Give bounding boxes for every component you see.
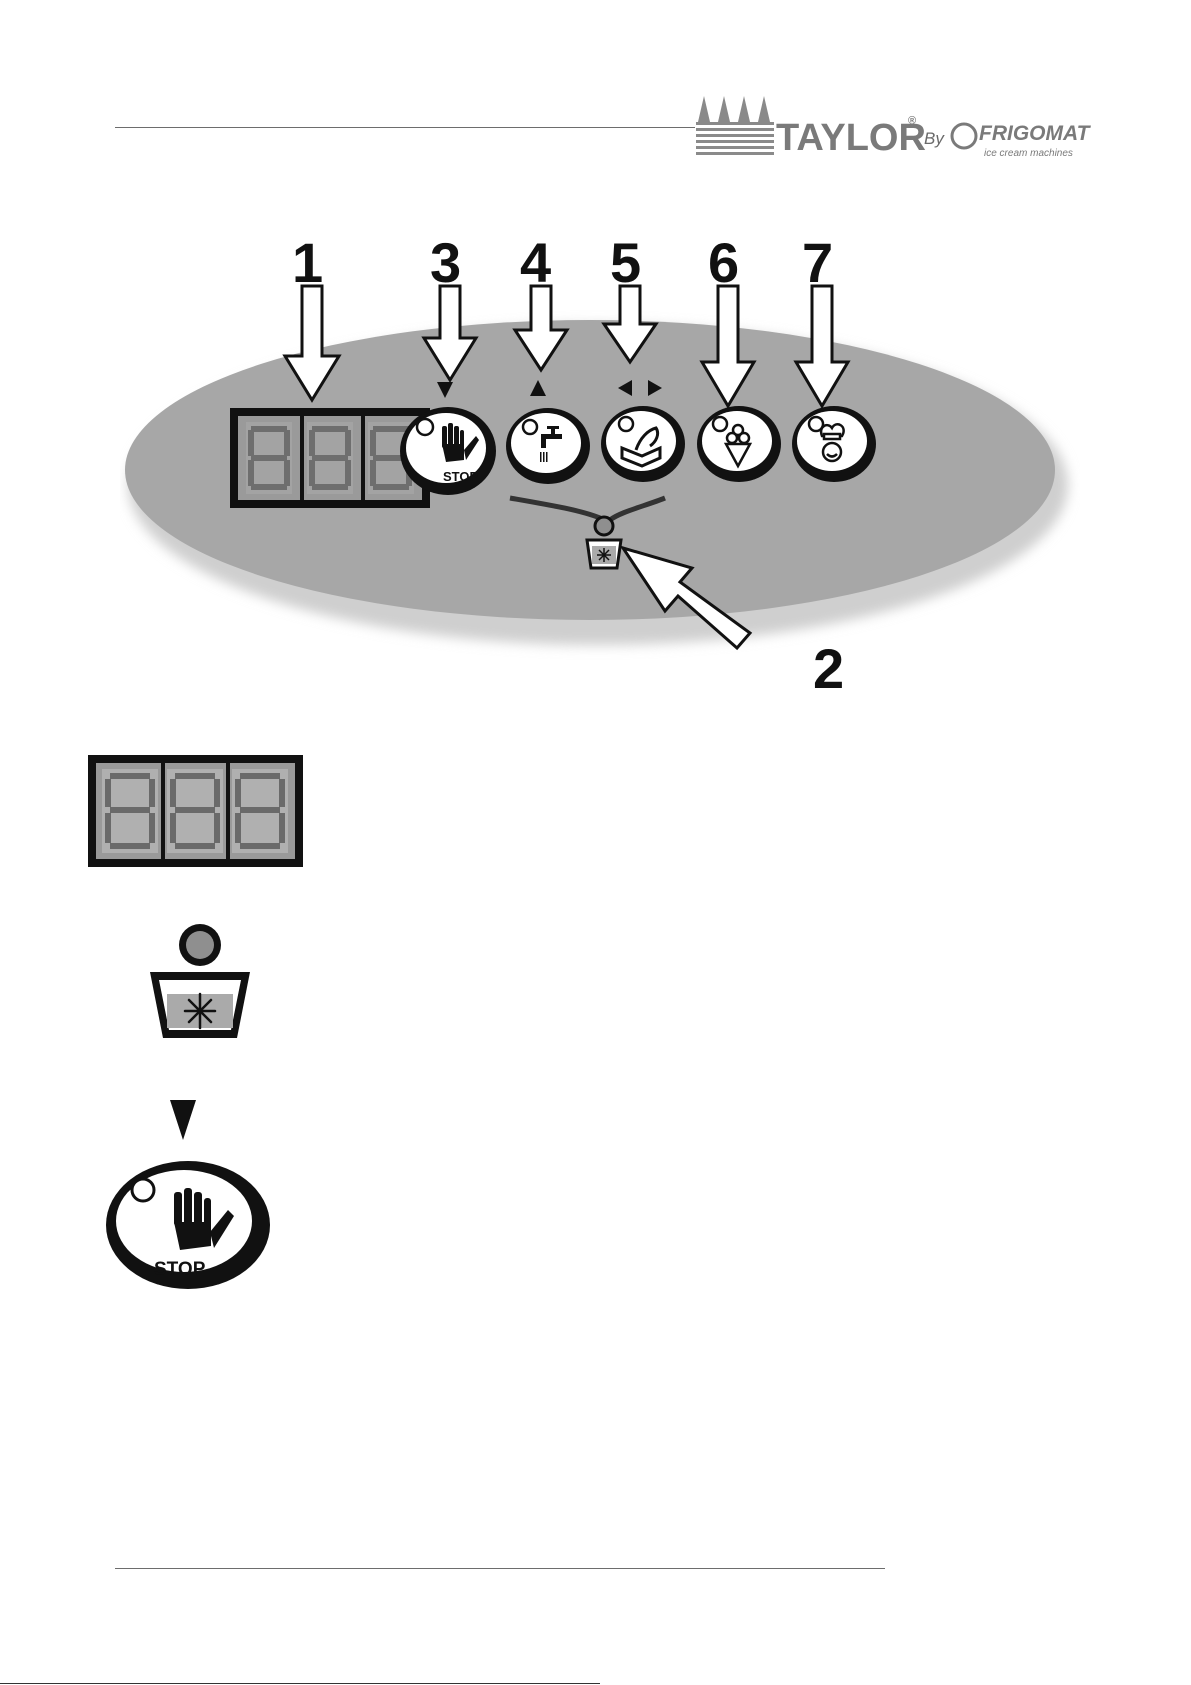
logo-tagline: ice cream machines xyxy=(984,148,1073,159)
callout-number-3: 3 xyxy=(430,231,461,294)
brand-logo: TAYLOR ® By FRIGOMAT ice cream machines xyxy=(696,82,1096,162)
callout-number-5: 5 xyxy=(610,231,641,294)
control-panel-figure: STOP xyxy=(120,230,1080,730)
water-button xyxy=(506,408,590,484)
logo-partner: FRIGOMAT xyxy=(979,122,1092,145)
detail-cooling-indicator xyxy=(145,920,255,1040)
detail-display xyxy=(88,755,303,867)
detail-stop-label: STOP xyxy=(154,1259,206,1280)
snowflake-tub-icon xyxy=(150,972,250,1038)
logo-by: By xyxy=(924,129,945,148)
water-led xyxy=(523,420,537,434)
wash-led xyxy=(619,417,633,431)
callout-number-7: 7 xyxy=(802,231,833,294)
footer-rule xyxy=(115,1568,885,1569)
detail-stop-led xyxy=(132,1179,154,1201)
logo-registered: ® xyxy=(908,115,916,127)
crown-stripes-icon xyxy=(696,96,774,155)
ice-cream-led xyxy=(713,417,727,431)
frigomat-mark-icon xyxy=(952,124,976,148)
ice-cream-button xyxy=(697,406,781,482)
bottom-edge-rule xyxy=(0,1683,600,1684)
detail-cooling-led xyxy=(186,931,214,959)
callout-number-1: 1 xyxy=(292,231,323,294)
detail-stop-button: STOP xyxy=(104,1100,284,1290)
stop-button: STOP xyxy=(400,407,496,495)
wash-button xyxy=(601,406,685,482)
callout-number-4: 4 xyxy=(520,231,551,294)
snowflake-tub-icon xyxy=(587,540,621,568)
header-rule xyxy=(115,127,695,128)
logo-brand: TAYLOR xyxy=(776,117,926,159)
seven-segment-display-icon xyxy=(88,755,303,867)
display-unit xyxy=(230,408,430,508)
chef-button xyxy=(792,406,876,482)
callout-number-2: 2 xyxy=(813,637,844,700)
callout-number-6: 6 xyxy=(708,231,739,294)
cooling-led xyxy=(595,517,613,535)
stop-led xyxy=(417,419,433,435)
stop-label: STOP xyxy=(443,469,478,484)
detail-down-triangle-icon xyxy=(170,1100,196,1140)
